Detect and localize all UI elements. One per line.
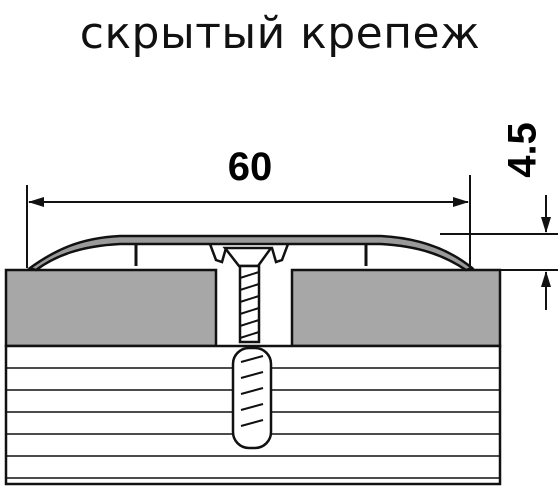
width-dimension: 60 <box>26 145 471 268</box>
floor-panel-left <box>4 268 218 348</box>
floor-panel-right <box>290 268 502 348</box>
screw <box>222 246 274 344</box>
title: скрытый крепеж <box>79 8 481 59</box>
threshold-profile <box>27 234 475 272</box>
width-label: 60 <box>228 145 273 189</box>
dowel <box>231 346 273 450</box>
height-label: 4.5 <box>501 122 545 178</box>
